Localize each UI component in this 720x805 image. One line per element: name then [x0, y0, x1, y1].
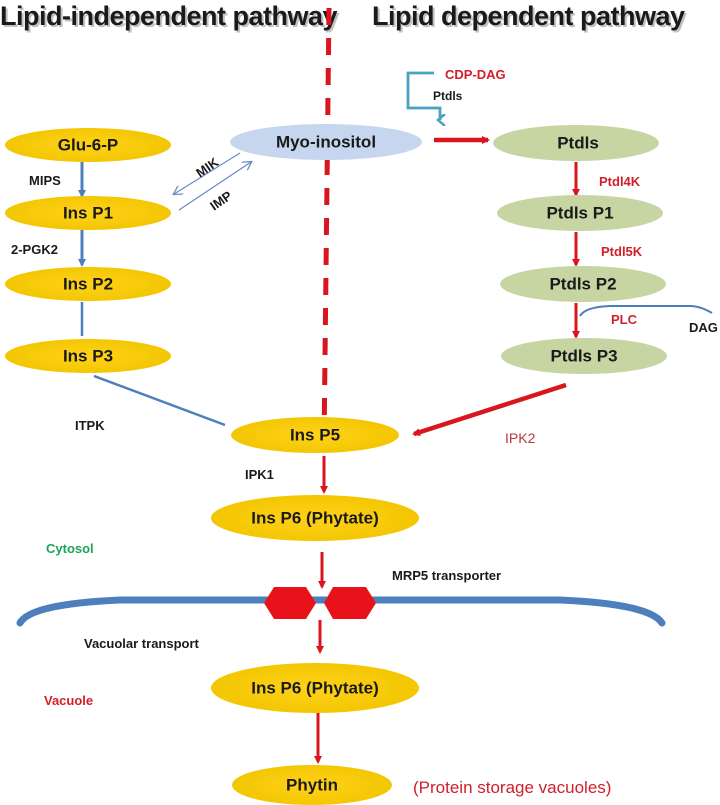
- label-mrp5-transporter: MRP5 transporter: [392, 568, 501, 583]
- label-cytosol: Cytosol: [46, 541, 94, 556]
- node-glu6p: Glu-6-P: [5, 128, 171, 162]
- node-ptdis-p3: Ptdls P3: [501, 338, 667, 374]
- svg-text:Ins P6 (Phytate): Ins P6 (Phytate): [251, 679, 379, 698]
- label-protein-storage-vacuoles: (Protein storage vacuoles): [413, 778, 611, 797]
- plc-dag-branch-line: [579, 305, 713, 317]
- node-insp1: Ins P1: [5, 196, 171, 230]
- node-ptdis: Ptdls: [493, 125, 659, 161]
- label-mips: MIPS: [29, 173, 61, 188]
- label-ptdi5k: Ptdl5K: [601, 244, 643, 259]
- node-insp6-vacuole: Ins P6 (Phytate): [211, 663, 419, 713]
- label-plc: PLC: [611, 312, 638, 327]
- svg-text:Ptdls P1: Ptdls P1: [546, 204, 613, 223]
- arrow-insp3-to-insp5: [93, 374, 226, 427]
- arrow-cdp-dag-teal: [406, 71, 440, 120]
- arrow-imp: [178, 162, 251, 211]
- arrow-ptdisp3-to-insp5: [412, 382, 567, 437]
- label-itpk: ITPK: [75, 418, 105, 433]
- label-ptdi4k: Ptdl4K: [599, 174, 641, 189]
- node-insp5: Ins P5: [231, 417, 399, 453]
- label-imp: IMP: [207, 188, 235, 214]
- svg-text:Lipid dependent pathway: Lipid dependent pathway: [372, 1, 685, 31]
- label-cdp-dag: CDP-DAG: [445, 67, 506, 82]
- svg-text:Ptdls: Ptdls: [557, 134, 599, 153]
- svg-text:Lipid-independent pathway: Lipid-independent pathway: [2, 3, 339, 33]
- label-vacuole: Vacuole: [44, 693, 93, 708]
- svg-text:Phytin: Phytin: [286, 776, 338, 795]
- label-dag: DAG: [689, 320, 718, 335]
- svg-text:Ins P5: Ins P5: [290, 426, 340, 445]
- label-ipk2: IPK2: [505, 430, 536, 446]
- label-ipk1: IPK1: [245, 467, 274, 482]
- label-ptdis-small: Ptdls: [433, 89, 463, 103]
- svg-text:Ins P6 (Phytate): Ins P6 (Phytate): [251, 509, 379, 528]
- svg-text:Ins P3: Ins P3: [63, 347, 113, 366]
- node-insp3: Ins P3: [5, 339, 171, 373]
- svg-text:Ptdls P3: Ptdls P3: [550, 347, 617, 366]
- title-right: Lipid dependent pathway Lipid dependent …: [372, 1, 687, 33]
- node-insp6-cytosol: Ins P6 (Phytate): [211, 495, 419, 541]
- mrp5-transporter-right: [324, 587, 376, 619]
- svg-text:Ins P2: Ins P2: [63, 275, 113, 294]
- svg-text:Lipid-independent pathway: Lipid-independent pathway: [0, 1, 337, 31]
- svg-text:Ptdls P2: Ptdls P2: [549, 275, 616, 294]
- arrow-mik: [174, 152, 241, 194]
- node-phytin: Phytin: [232, 765, 392, 805]
- node-insp2: Ins P2: [5, 267, 171, 301]
- svg-text:Myo-inositol: Myo-inositol: [276, 133, 376, 152]
- node-ptdis-p1: Ptdls P1: [497, 195, 663, 231]
- node-ptdis-p2: Ptdls P2: [500, 266, 666, 302]
- pathway-divider-dashed-line: [321, 7, 332, 446]
- label-vacuolar-transport: Vacuolar transport: [84, 636, 200, 651]
- mrp5-transporter-left: [264, 587, 316, 619]
- label-2-pgk2: 2-PGK2: [11, 242, 58, 257]
- svg-text:Glu-6-P: Glu-6-P: [58, 136, 118, 155]
- svg-text:Lipid dependent pathway: Lipid dependent pathway: [374, 3, 687, 33]
- label-mik: MIK: [193, 154, 222, 180]
- node-myo-inositol: Myo-inositol: [230, 124, 422, 160]
- title-left: Lipid-independent pathway Lipid-independ…: [0, 1, 340, 33]
- svg-text:Ins P1: Ins P1: [63, 204, 113, 223]
